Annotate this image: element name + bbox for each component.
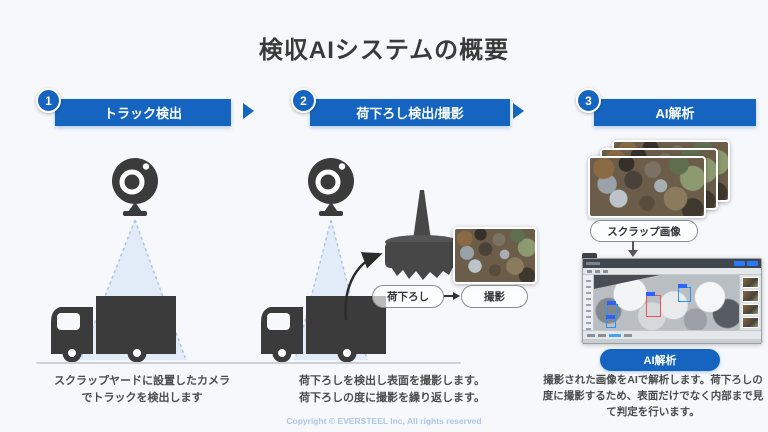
screenshot-title-dash: [586, 262, 600, 265]
pill-to-screenshot-arrow: [628, 241, 638, 257]
shoot-pill: 撮影: [461, 285, 528, 308]
step-arrow-1-2: [243, 103, 254, 119]
step-arrow-2-3: [513, 103, 524, 119]
step-3-caption: 撮影された画像をAIで解析します。荷下ろしの度に撮影するため、表面だけでなく内部…: [540, 373, 766, 420]
screenshot-thumbnail-rail: [739, 275, 761, 330]
truck-icon: [51, 296, 176, 363]
step-1-banner: トラック検出: [55, 99, 231, 126]
step-3-label: AI解析: [655, 106, 695, 121]
scrap-images-pill-label: スクラップ画像: [607, 225, 681, 238]
truck-to-magnet-arrow: [344, 252, 383, 321]
step-1-number: 1: [45, 93, 52, 108]
lifting-magnet-icon: [385, 190, 459, 280]
step-2-caption: 荷下ろしを検出し表面を撮影します。 荷下ろしの度に撮影を繰り返します。: [266, 373, 518, 406]
screenshot-statusbar: [583, 330, 761, 339]
step-2-label: 荷下ろし検出/撮影: [356, 106, 464, 121]
unload-to-shoot-arrow: [444, 292, 460, 300]
step-1-badge: 1: [36, 88, 61, 113]
step-3-badge: 3: [576, 88, 601, 113]
step-2-number: 2: [300, 93, 307, 108]
step-2-caption-line2: 荷下ろしの度に撮影を繰り返します。: [299, 391, 485, 404]
step-3-number: 3: [585, 93, 592, 108]
scrap-images-pill: スクラップ画像: [590, 220, 698, 242]
shoot-pill-label: 撮影: [484, 291, 505, 303]
step-1-caption-line2: でトラックを検出します: [81, 391, 203, 404]
step-2-caption-line1: 荷下ろしを検出し表面を撮影します。: [299, 375, 485, 387]
step-1-caption-line1: スクラップヤードに設置したカメラ: [54, 375, 230, 387]
screenshot-tab: [582, 253, 597, 259]
step-1-label: トラック検出: [103, 106, 182, 121]
detection-bbox-blue: [678, 284, 692, 303]
truck-icon: [261, 296, 386, 363]
scrap-photo: [453, 227, 537, 284]
ground-line: [36, 362, 248, 364]
unload-pill: 荷下ろし: [372, 285, 444, 308]
webcam-icon: [112, 158, 158, 216]
detection-bbox-blue: [607, 300, 619, 316]
screenshot-tool-rail: [583, 275, 594, 330]
screenshot-titlebar: [583, 259, 761, 268]
detection-bbox-red: [646, 291, 662, 317]
step-1-caption: スクラップヤードに設置したカメラ でトラックを検出します: [20, 373, 264, 406]
ai-analysis-button-label: AI解析: [643, 355, 677, 367]
copyright-text: Copyright © EVERSTEEL Inc, All rights re…: [286, 416, 482, 426]
ai-analysis-button: AI解析: [600, 349, 720, 371]
step-3-caption-text: 撮影された画像をAIで解析します。荷下ろしの度に撮影するため、表面だけでなく内部…: [542, 374, 764, 418]
ai-analysis-screenshot: [582, 258, 762, 344]
screenshot-body: [583, 275, 761, 330]
webcam-icon: [308, 158, 354, 216]
detection-bbox-blue: [605, 314, 616, 328]
screenshot-toolbar: [583, 268, 761, 275]
step-3-banner: AI解析: [594, 99, 756, 126]
screenshot-buttons: [734, 261, 758, 266]
scrap-photo-stack-front: [588, 156, 706, 218]
step-2-banner: 荷下ろし検出/撮影: [310, 99, 510, 126]
page-title: 検収AIシステムの概要: [258, 37, 510, 64]
unload-pill-label: 荷下ろし: [387, 291, 429, 303]
ground-line: [246, 362, 461, 364]
step-2-badge: 2: [291, 88, 316, 113]
screenshot-image-area: [594, 275, 739, 330]
